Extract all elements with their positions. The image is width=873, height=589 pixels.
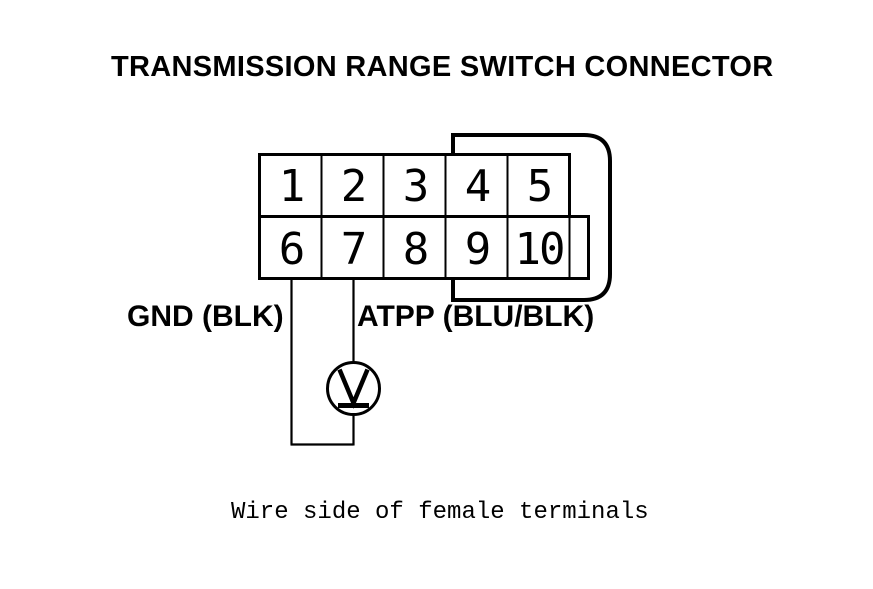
pin-grid-top-row (258, 153, 571, 218)
pin-cell-6: 6 (278, 224, 306, 275)
pin-grid-bottom-row (258, 215, 590, 280)
pin-cell-1: 1 (278, 161, 306, 212)
gnd-wire-label: GND (BLK) (127, 300, 284, 333)
pin-cell-5: 5 (526, 161, 554, 212)
pin-cell-9: 9 (464, 224, 492, 275)
wire-gnd (290, 278, 354, 446)
pin-cell-10: 10 (514, 224, 566, 275)
connector-housing-outline (451, 133, 612, 302)
ground-symbol-icon (326, 361, 381, 416)
pin-cell-2: 2 (340, 161, 368, 212)
caption: Wire side of female terminals (231, 499, 649, 526)
pin-cell-8: 8 (402, 224, 430, 275)
pin-grid-dividers (320, 154, 571, 278)
pin-cell-3: 3 (402, 161, 430, 212)
atpp-wire-label: ATPP (BLU/BLK) (357, 300, 595, 333)
pin-cell-7: 7 (340, 224, 368, 275)
pin-cell-4: 4 (464, 161, 492, 212)
page-title: TRANSMISSION RANGE SWITCH CONNECTOR (111, 51, 774, 83)
